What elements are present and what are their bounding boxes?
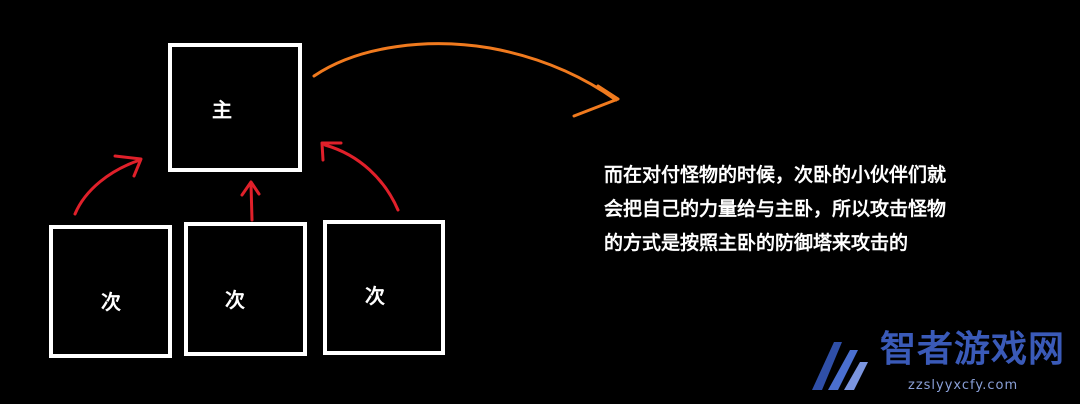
sub-box-2: 次 <box>184 222 307 356</box>
red-arrow-left <box>73 154 143 216</box>
description-line-1: 而在对付怪物的时候，次卧的小伙伴们就 <box>604 164 947 186</box>
watermark-logo-icon <box>812 342 868 390</box>
watermark-name: 智者游戏网 <box>880 329 1066 370</box>
sub-box-label: 次 <box>225 288 245 312</box>
main-box-label: 主 <box>212 98 232 122</box>
description-line-2: 会把自己的力量给与主卧，所以攻击怪物 <box>604 198 947 220</box>
description-text: 而在对付怪物的时候，次卧的小伙伴们就 会把自己的力量给与主卧，所以攻击怪物 的方… <box>604 158 1074 260</box>
sub-box-label: 次 <box>101 290 121 314</box>
watermark: 智者游戏网 zzslyyxcfy.com <box>808 330 1078 402</box>
description-line-3: 的方式是按照主卧的防御塔来攻击的 <box>604 232 909 254</box>
main-box: 主 <box>168 43 302 172</box>
watermark-url: zzslyyxcfy.com <box>908 378 1019 393</box>
sub-box-1: 次 <box>49 225 172 358</box>
sub-box-3: 次 <box>323 220 445 355</box>
sub-box-label: 次 <box>365 284 385 308</box>
red-arrow-middle <box>240 180 261 222</box>
red-arrow-right <box>320 141 400 212</box>
orange-arrow <box>312 42 620 118</box>
